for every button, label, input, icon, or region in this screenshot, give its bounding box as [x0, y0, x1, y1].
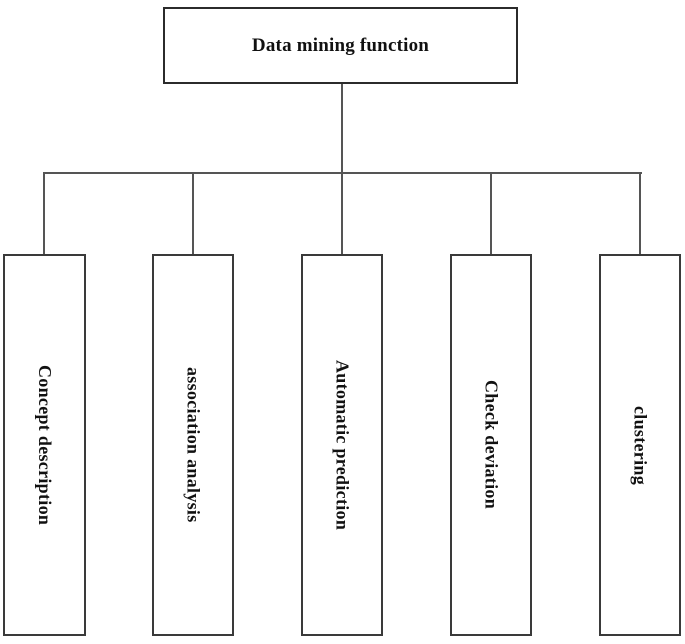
- root-node-data-mining-function: Data mining function: [163, 7, 518, 84]
- leaf-node-label: Check deviation: [481, 380, 502, 510]
- leaf-node-association-analysis: association analysis: [152, 254, 234, 636]
- leaf-node-label: Concept description: [35, 364, 55, 526]
- drop-connector-2: [192, 172, 194, 255]
- drop-connector-4: [490, 172, 492, 255]
- leaf-node-check-deviation: Check deviation: [450, 254, 532, 636]
- leaf-node-label: association analysis: [183, 367, 204, 523]
- leaf-node-concept-description: Concept description: [3, 254, 86, 636]
- root-node-label: Data mining function: [251, 34, 430, 56]
- drop-connector-3: [341, 172, 343, 255]
- leaf-node-clustering: clustering: [599, 254, 681, 636]
- leaf-node-automatic-prediction: Automatic prediction: [301, 254, 383, 636]
- root-stem-connector: [341, 84, 343, 173]
- horizontal-bus-connector: [44, 172, 642, 174]
- drop-connector-1: [43, 172, 45, 255]
- drop-connector-5: [639, 172, 641, 255]
- leaf-node-label: clustering: [630, 405, 651, 485]
- leaf-node-label: Automatic prediction: [332, 359, 353, 531]
